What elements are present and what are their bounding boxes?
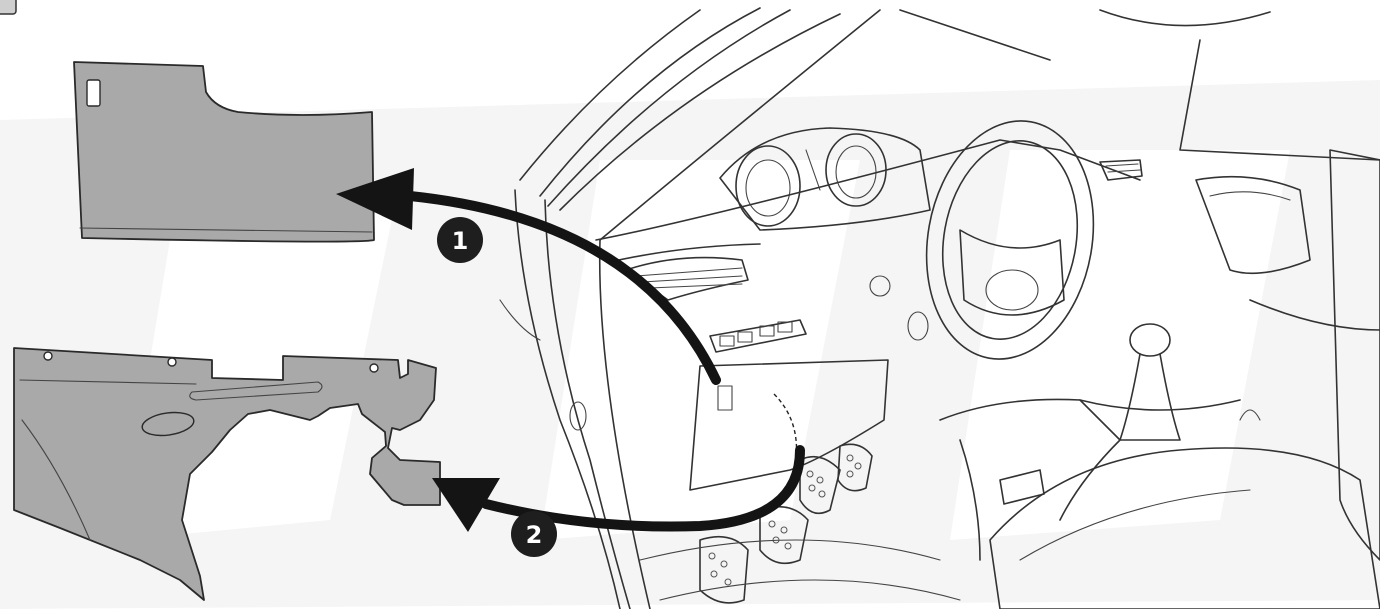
svg-text:2: 2 xyxy=(526,521,543,549)
panel-1-upper-cover xyxy=(74,62,374,242)
step-badge-1: 1 xyxy=(437,217,483,263)
step-badge-2: 2 xyxy=(511,511,557,557)
panel-2-hole xyxy=(370,364,378,372)
panel-2-hole xyxy=(168,358,176,366)
corner-tab xyxy=(0,0,16,14)
panel-1-clip-slot xyxy=(87,80,100,106)
panel-2-hole xyxy=(44,352,52,360)
svg-text:1: 1 xyxy=(452,227,469,255)
